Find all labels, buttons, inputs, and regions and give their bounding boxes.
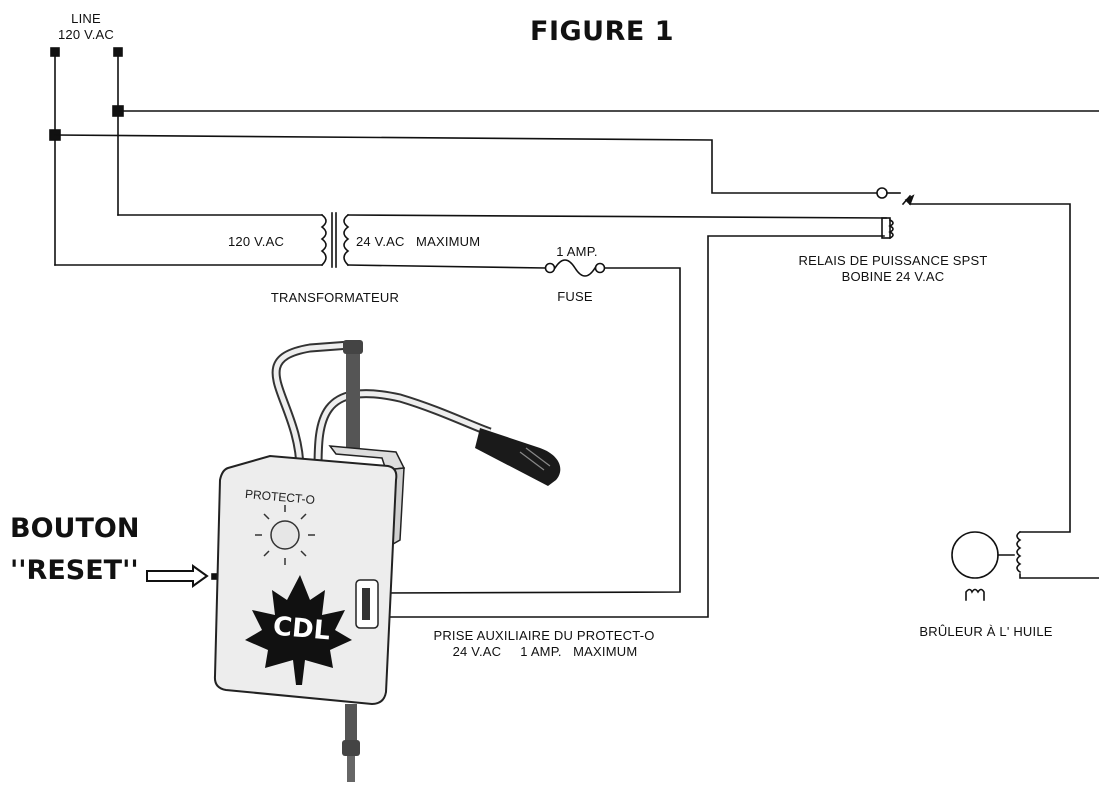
aux-outlet-rating: 24 V.AC 1 AMP. MAXIMUM [452, 644, 638, 659]
device-cable-right [313, 389, 492, 471]
relay-coil-label: BOBINE 24 V.AC [841, 269, 945, 284]
relay-symbol [876, 187, 915, 240]
reset-label-line1: BOUTON [10, 513, 140, 544]
wire-fuse-to-outlet [377, 267, 681, 594]
protect-o-device [213, 340, 561, 782]
fuse-rating: 1 AMP. [556, 244, 598, 259]
wire-to-relay-contact [54, 134, 877, 194]
line-terminals [49, 47, 124, 266]
reset-button-label: BOUTON ''RESET'' [10, 508, 139, 592]
burner-label: BRÛLEUR À L' HUILE [919, 624, 1053, 639]
wire-relay-to-outlet [377, 235, 885, 618]
maple-leaf-logo [245, 575, 352, 685]
fuse-name: FUSE [557, 289, 593, 304]
line-voltage-label: 120 V.AC [57, 27, 115, 42]
wire-relay-to-burner [909, 203, 1071, 533]
probe-clip-icon [475, 428, 561, 486]
line-label: LINE [71, 11, 101, 26]
transformer-symbol [320, 212, 350, 268]
secondary-lead-top [347, 214, 887, 219]
secondary-lead-bottom [347, 264, 546, 269]
transformer-primary-label: 120 V.AC [228, 234, 285, 249]
figure-title: FIGURE 1 [530, 16, 674, 47]
transformer-name: TRANSFORMATEUR [270, 290, 400, 305]
transformer-secondary-label: 24 V.AC MAXIMUM [356, 234, 481, 249]
reset-arrow-icon [146, 564, 219, 588]
aux-outlet-label: PRISE AUXILIAIRE DU PROTECT-O [433, 628, 655, 643]
aux-outlet-socket [355, 579, 379, 629]
sun-indicator-icon [255, 505, 315, 565]
reset-label-line2: ''RESET'' [10, 555, 139, 586]
relay-label: RELAIS DE PUISSANCE SPST [798, 253, 988, 268]
burner-symbol [951, 530, 1099, 601]
fuse-symbol [544, 259, 606, 277]
device-logo-text: CDL [271, 611, 332, 647]
